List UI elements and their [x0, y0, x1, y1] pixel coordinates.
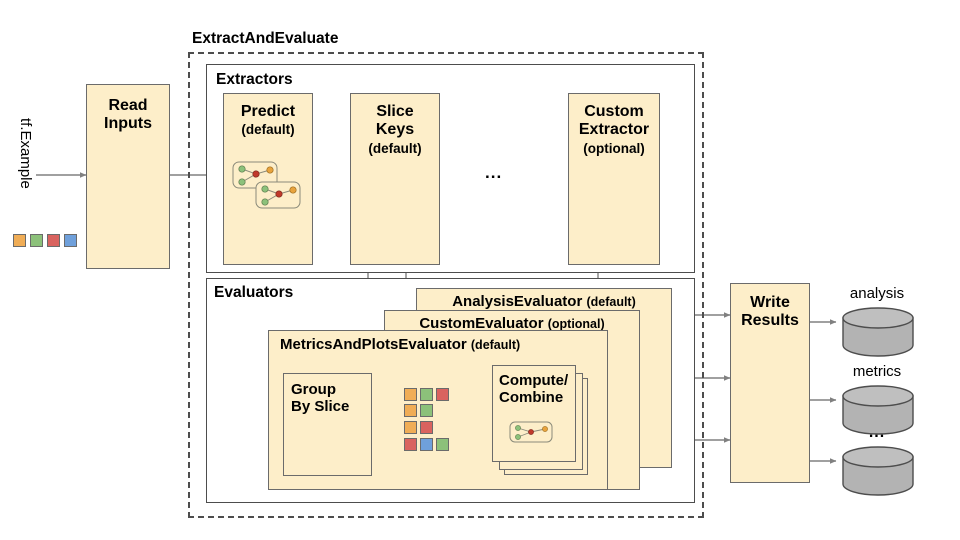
extractor-slice-keys-qualifier: (default): [368, 140, 422, 156]
evaluator-custom-qualifier: (optional): [547, 317, 605, 331]
slice-swatch: [404, 404, 417, 417]
slice-swatch-grid: [404, 388, 456, 460]
swatch-blue: [64, 234, 77, 247]
write-results-line1: Write: [750, 294, 790, 311]
evaluator-custom-name: CustomEvaluator: [419, 315, 544, 332]
slice-swatch: [404, 421, 417, 434]
extractor-slice-keys-line1: Slice: [376, 103, 414, 120]
extract-and-evaluate-label: ExtractAndEvaluate: [192, 30, 339, 47]
swatch-orange: [13, 234, 26, 247]
extractor-predict-qualifier: (default): [241, 122, 295, 138]
swatch-red: [47, 234, 60, 247]
compute-graph-icon: [509, 421, 553, 443]
database-cylinder-icon: [842, 446, 914, 496]
extract-and-evaluate-group: [188, 52, 704, 518]
write-results-box[interactable]: Write Results: [730, 283, 810, 483]
extractor-custom-qualifier: (optional): [583, 140, 645, 156]
output-more-label: ...: [868, 424, 886, 441]
extractor-predict-box[interactable]: Predict (default): [223, 93, 313, 265]
compute-combine-box[interactable]: Compute/ Combine: [492, 365, 576, 462]
slice-swatch: [404, 388, 417, 401]
input-swatches: [13, 234, 77, 248]
extractor-custom-line1: Custom: [584, 103, 644, 120]
group-by-slice-box[interactable]: Group By Slice: [283, 373, 372, 476]
slice-swatch: [436, 388, 449, 401]
extractors-ellipsis: ...: [485, 163, 503, 182]
output-analysis-label: analysis: [849, 285, 905, 302]
slice-swatch: [420, 388, 433, 401]
extractor-slice-keys-line2: Keys: [375, 121, 415, 139]
model-graph-icon: [232, 161, 301, 209]
compute-combine-line2: Combine: [499, 389, 564, 407]
extractor-predict-title: Predict: [240, 103, 296, 120]
database-cylinder-icon: [842, 385, 914, 435]
evaluator-analysis-qualifier: (default): [586, 295, 636, 309]
slice-swatch: [436, 438, 449, 451]
slice-swatch: [404, 438, 417, 451]
group-by-slice-line1: Group: [291, 381, 336, 398]
evaluators-label: Evaluators: [214, 284, 294, 301]
swatch-green: [30, 234, 43, 247]
compute-combine-line1: Compute/: [499, 372, 569, 389]
database-cylinder-icon: [842, 307, 914, 357]
input-label: tf.Example: [17, 118, 34, 189]
slice-swatch: [420, 438, 433, 451]
evaluator-metrics-plots-name: MetricsAndPlotsEvaluator: [280, 336, 467, 353]
slice-swatch: [420, 421, 433, 434]
group-by-slice-line2: By Slice: [291, 398, 350, 416]
output-metrics-label: metrics: [852, 363, 902, 380]
extractors-label: Extractors: [216, 71, 293, 88]
write-results-line2: Results: [741, 312, 799, 330]
extractor-slice-keys-box[interactable]: Slice Keys (default): [350, 93, 440, 265]
slice-swatch: [420, 404, 433, 417]
evaluator-analysis-name: AnalysisEvaluator: [452, 293, 583, 310]
read-inputs-line2: Inputs: [104, 115, 152, 133]
evaluator-metrics-plots-qualifier: (default): [470, 338, 521, 352]
extractor-custom-box[interactable]: Custom Extractor (optional): [568, 93, 660, 265]
read-inputs-line1: Read: [108, 97, 148, 114]
read-inputs-box[interactable]: Read Inputs: [86, 84, 170, 269]
extractor-custom-line2: Extractor: [578, 121, 650, 139]
